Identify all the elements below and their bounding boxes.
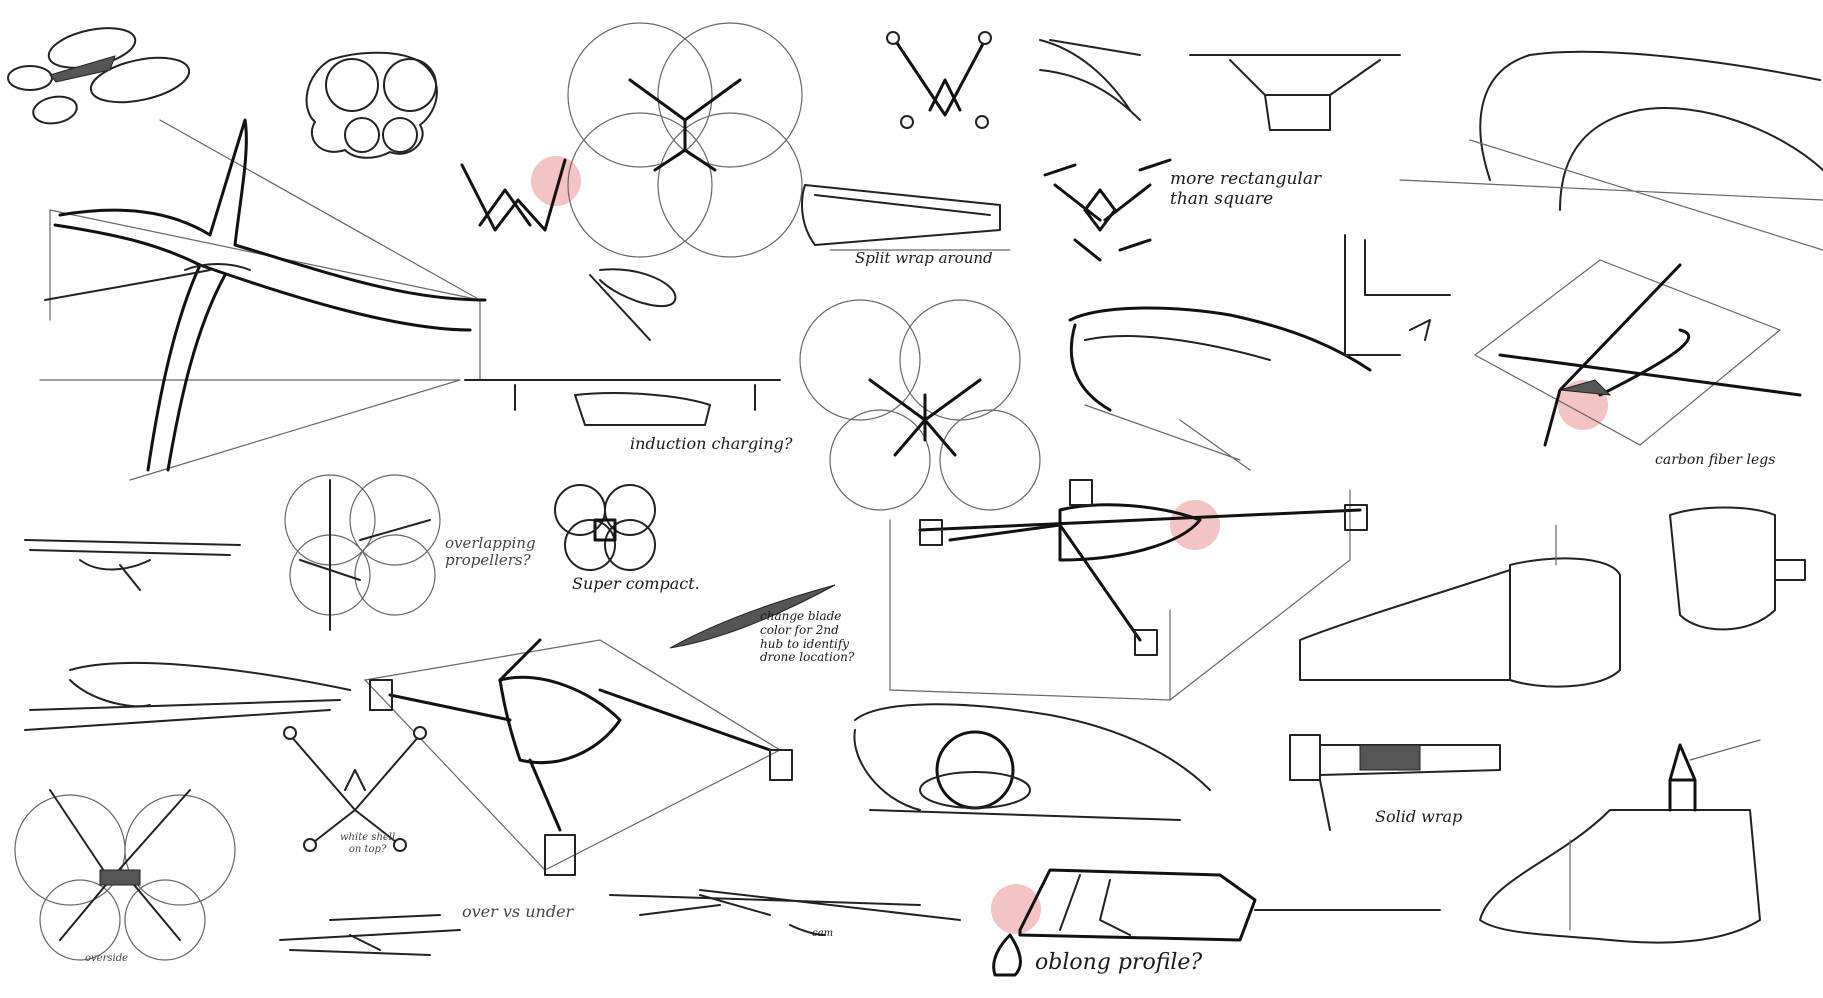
marker-dot — [531, 156, 581, 206]
note-super-compact: Super compact. — [572, 574, 700, 593]
sketch-cylinder-wrap — [1299, 524, 1621, 688]
sketch-sweep-body — [1068, 306, 1372, 471]
sketch-drone-platform — [889, 479, 1368, 701]
note-over-vs-under: over vs under — [462, 902, 574, 921]
sketch-swoop-large — [1399, 50, 1823, 251]
sketch-bracket — [1344, 234, 1451, 356]
note-split-wrap: Split wrap around — [855, 249, 993, 267]
sketch-cam-profile — [609, 889, 961, 936]
note-white-shell: white shell on top? — [340, 832, 396, 855]
sketch-over-under — [279, 914, 461, 956]
note-cam: cam — [812, 928, 834, 939]
sketch-loop — [589, 268, 677, 341]
sketch-charging-platform — [464, 379, 781, 426]
sketch-cup — [1669, 506, 1806, 631]
sketch-split-wrap — [801, 184, 1011, 251]
note-oblong-profile: oblong profile? — [1035, 950, 1203, 975]
note-induction-charging: induction charging? — [630, 434, 793, 453]
note-more-rectangular: more rectangular than square — [1170, 169, 1322, 209]
sketch-overlapping-props — [284, 474, 441, 631]
sketch-solid-wrap — [1289, 734, 1501, 831]
sketch-quad-circle-x — [567, 22, 803, 258]
note-overlapping-propellers: overlapping propellers? — [445, 534, 536, 570]
sketch-super-compact — [554, 484, 656, 571]
sketch-carbon-legs-drone — [1473, 259, 1802, 447]
sketch-x-drone-perspective — [39, 118, 487, 481]
sketch-elongated-body — [24, 661, 351, 731]
marker-dot — [991, 884, 1041, 934]
sketch-v-frame-dots — [886, 31, 992, 129]
sketch-wing-top — [1039, 39, 1141, 121]
sketch-four-circle-body — [305, 51, 438, 159]
sketch-drone-ellipses — [7, 27, 191, 125]
sketch-ball-lens — [853, 703, 1211, 821]
note-change-blade-color: change blade color for 2nd hub to identi… — [760, 609, 855, 665]
sketch-propeller-blade — [669, 584, 836, 649]
sketch-tray-top — [1189, 54, 1401, 131]
sketch-shoe-body — [1479, 739, 1761, 944]
sketch-oblong-body — [992, 868, 1441, 977]
sketch-side-arm — [24, 539, 241, 591]
sketch-white-shell-frame — [283, 726, 427, 852]
note-solid-wrap: Solid wrap — [1375, 807, 1463, 826]
note-overside: overside — [85, 953, 129, 964]
sketch-quad-x-center — [799, 299, 1041, 511]
sketch-rectangular-drone — [1043, 158, 1172, 262]
note-carbon-fiber-legs: carbon fiber legs — [1655, 452, 1776, 468]
sketch-overside-drone — [14, 789, 236, 961]
sketch-hub-drone — [363, 638, 793, 876]
sketch-v-frame-small — [460, 158, 567, 232]
